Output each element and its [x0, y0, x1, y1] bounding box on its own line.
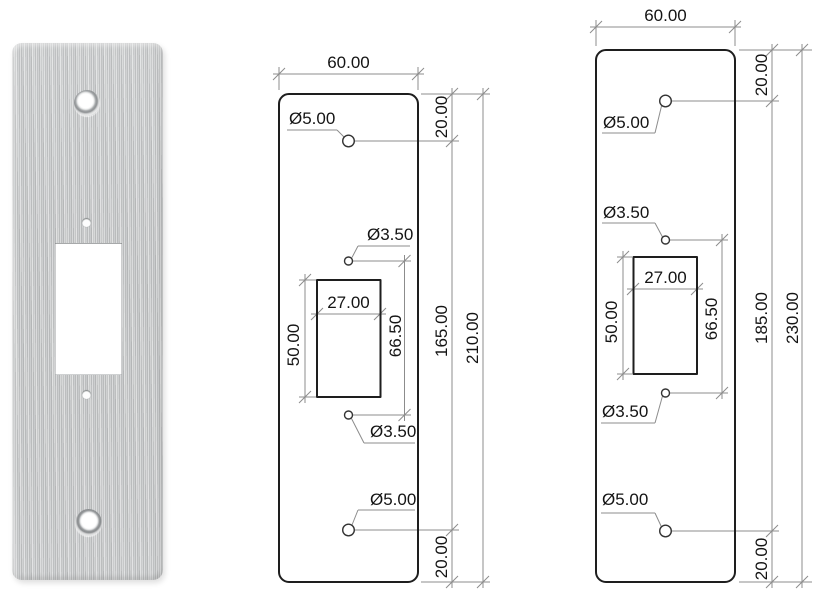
dim-line: [715, 233, 729, 247]
dim-line: [795, 43, 809, 57]
right-width-dim-label: 60.00: [644, 6, 687, 25]
photo-lower-pilot-hole: [82, 390, 91, 399]
dim-line: [654, 395, 663, 424]
middle-top-screw-hole: [342, 134, 356, 148]
middle-bottom-screw-hole: [342, 523, 356, 537]
dim-line: [445, 575, 459, 589]
dim-line: [654, 512, 662, 528]
middle-dimension-lines: [272, 67, 490, 589]
dim-line: [398, 254, 411, 268]
middle-bottom-offset-dim-label: 20.00: [432, 536, 451, 579]
right-top-screw-hole: [659, 94, 673, 108]
middle-cutout-height-dim-label: 50.00: [284, 324, 303, 367]
right-bottom-hole-dia-label: Ø5.00: [602, 490, 648, 509]
dim-line: [728, 20, 742, 34]
dim-line: [616, 367, 630, 381]
dim-line: [272, 67, 286, 81]
right-dimension-lines: [589, 20, 812, 589]
middle-plate-drawing: 60.00 Ø5.00 20.00 Ø3.50 27.00 50.00 66.5…: [272, 53, 490, 589]
dim-line: [715, 386, 729, 400]
right-upper-pilot-hole: [660, 235, 671, 245]
right-lower-pilot-dia-label: Ø3.50: [602, 402, 648, 421]
middle-upper-pilot-dia-label: Ø3.50: [367, 225, 413, 244]
dim-line: [336, 129, 345, 138]
photo-rocker-cutout: [55, 243, 122, 375]
right-height-dim-label: 230.00: [783, 292, 802, 344]
dim-line: [476, 575, 490, 589]
right-cutout-outline: [632, 256, 698, 375]
dim-line: [398, 408, 411, 422]
middle-top-offset-dim-label: 20.00: [432, 96, 451, 139]
middle-bottom-hole-dia-label: Ø5.00: [370, 490, 416, 509]
right-mount-spacing-dim-label: 185.00: [752, 292, 771, 344]
right-plate-drawing: 60.00 Ø5.00 20.00 Ø3.50 27.00 50.00 66.5…: [589, 6, 812, 589]
middle-height-dim-label: 210.00: [463, 312, 482, 364]
middle-mount-spacing-dim-label: 165.00: [432, 305, 451, 357]
dim-line: [654, 105, 662, 134]
right-plate-outline: [595, 49, 736, 583]
middle-cutout-width-dim-label: 27.00: [327, 293, 370, 312]
right-pilot-spacing-dim-label: 66.50: [702, 298, 721, 341]
dim-line: [445, 134, 459, 148]
dim-line: [765, 94, 779, 108]
dim-line: [616, 250, 630, 264]
dim-line: [765, 524, 779, 538]
middle-top-hole-dia-label: Ø5.00: [289, 109, 335, 128]
dim-line: [765, 43, 779, 57]
middle-lower-pilot-hole: [343, 410, 354, 420]
dim-line: [351, 509, 359, 526]
dim-line: [445, 87, 459, 101]
right-top-hole-dia-label: Ø5.00: [603, 113, 649, 132]
middle-pilot-spacing-dim-label: 66.50: [386, 315, 405, 358]
dim-line: [589, 20, 603, 34]
right-upper-pilot-dia-label: Ø3.50: [603, 203, 649, 222]
right-bottom-screw-hole: [659, 524, 673, 538]
dim-line: [445, 523, 459, 537]
middle-plate-outline: [278, 93, 419, 583]
middle-cutout-outline: [316, 279, 382, 398]
right-cutout-width-dim-label: 27.00: [644, 268, 687, 287]
right-bottom-offset-dim-label: 20.00: [752, 538, 771, 581]
photo-bottom-screw-hole: [75, 509, 102, 536]
middle-lower-pilot-dia-label: Ø3.50: [370, 422, 416, 441]
dim-line: [298, 390, 312, 404]
dim-line: [654, 222, 663, 238]
right-cutout-height-dim-label: 50.00: [602, 301, 621, 344]
metal-plate-photo: [12, 43, 163, 580]
dim-line: [298, 273, 312, 287]
dim-line: [795, 575, 809, 589]
photo-top-screw-hole: [74, 90, 100, 116]
dim-line: [411, 67, 425, 81]
dim-line: [351, 418, 365, 444]
dim-line: [765, 575, 779, 589]
dim-line: [351, 245, 359, 258]
right-lower-pilot-hole: [660, 388, 671, 398]
middle-width-dim-label: 60.00: [327, 53, 370, 72]
middle-upper-pilot-hole: [343, 256, 354, 266]
dim-line: [476, 87, 490, 101]
right-top-offset-dim-label: 20.00: [752, 54, 771, 97]
photo-upper-pilot-hole: [82, 218, 91, 227]
